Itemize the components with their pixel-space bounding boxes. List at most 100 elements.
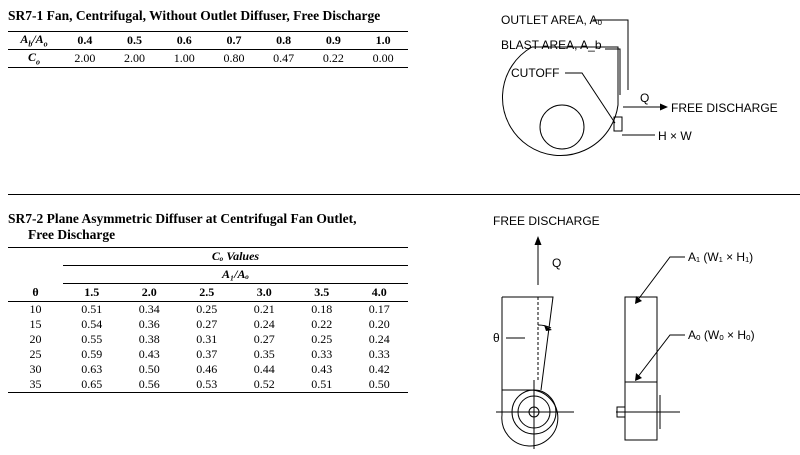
fan-housing [501, 46, 619, 156]
a0-arrowhead [635, 373, 642, 381]
free-discharge-label: FREE DISCHARGE [493, 214, 600, 228]
co-cell: 0.63 [81, 362, 103, 376]
sr71-table: Ab/Ao 0.4 0.5 0.6 0.7 0.8 0.9 1.0 Co 2.0… [8, 31, 408, 68]
cutoff-label: CUTOFF [511, 66, 559, 80]
outlet-area-leader [593, 19, 629, 90]
sr72-diffuser-figure: FREE DISCHARGE Q θ A₁ (W₁ × H₁) Aₒ (Wₒ ×… [493, 214, 755, 449]
sr72-ratio-header: A₁/Aₒ [63, 265, 408, 284]
co-cell: 0.25 [196, 302, 218, 316]
outlet-area-label: OUTLET AREA, Aₒ [501, 13, 602, 27]
co-cell: 0.36 [138, 317, 160, 331]
sr72-ratio: 2.5 [199, 285, 215, 299]
a1-leader [636, 256, 685, 302]
co-cell: 0.33 [311, 347, 333, 361]
sr72-title-line1: SR7-2 Plane Asymmetric Diffuser at Centr… [8, 211, 357, 226]
co-cell: 0.25 [311, 332, 333, 346]
co-cell: 0.38 [138, 332, 160, 346]
co-cell: 0.43 [138, 347, 160, 361]
a1-label: A₁ (W₁ × H₁) [688, 250, 753, 264]
theta-cell: 30 [29, 362, 42, 376]
sr72-title-line2: Free Discharge [28, 227, 116, 242]
sr72-ratio: 4.0 [371, 285, 387, 299]
sr72-header-row-2: A₁/Aₒ [8, 265, 408, 284]
co-cell: 0.17 [368, 302, 390, 316]
sr72-header-row-1: Cₒ Values [8, 247, 408, 266]
sr71-ratio: 0.4 [77, 33, 93, 47]
sr71-ratio: 0.6 [176, 33, 192, 47]
sr72-co-values-header: Cₒ Values [63, 247, 408, 266]
sr71-co-cell: 1.00 [173, 51, 195, 65]
theta-cell: 15 [29, 317, 42, 331]
co-cell: 0.50 [368, 377, 390, 391]
co-cell: 0.21 [253, 302, 275, 316]
table-row: 10 0.51 0.34 0.25 0.21 0.18 0.17 [8, 302, 408, 318]
theta-cell: 10 [29, 302, 42, 316]
co-cell: 0.33 [368, 347, 390, 361]
co-cell: 0.55 [81, 332, 103, 346]
co-cell: 0.46 [196, 362, 218, 376]
co-cell: 0.44 [253, 362, 275, 376]
co-cell: 0.51 [81, 302, 103, 316]
sr71-ratio: 0.7 [226, 33, 242, 47]
sr71-co-cell: 2.00 [124, 51, 146, 65]
sr72-ratio: 2.0 [141, 285, 157, 299]
co-cell: 0.24 [368, 332, 390, 346]
co-cell: 0.22 [311, 317, 333, 331]
sr71-header-row: Ab/Ao 0.4 0.5 0.6 0.7 0.8 0.9 1.0 [8, 31, 408, 50]
sr71-co-cell: 2.00 [74, 51, 96, 65]
sr71-ratio: 0.5 [127, 33, 143, 47]
free-discharge-label: FREE DISCHARGE [671, 101, 778, 115]
hxw-label: H × W [658, 129, 692, 143]
q-label: Q [640, 91, 649, 105]
sr71-ratio: 1.0 [375, 33, 391, 47]
co-cell: 0.27 [253, 332, 275, 346]
sr71-ratio-label: Ab/Ao [20, 32, 48, 49]
sr71-ratio: 0.8 [276, 33, 292, 47]
co-cell: 0.56 [138, 377, 160, 391]
side-fan-body [624, 381, 658, 441]
sr71-co-cell: 0.00 [372, 51, 394, 65]
co-cell: 0.53 [196, 377, 218, 391]
table-row: 30 0.63 0.50 0.46 0.44 0.43 0.42 [8, 362, 408, 377]
co-cell: 0.51 [311, 377, 333, 391]
fan-scroll [501, 389, 559, 447]
side-diffuser [624, 296, 658, 383]
blast-area-label: BLAST AREA, A_b [501, 38, 602, 52]
co-cell: 0.42 [368, 362, 390, 376]
co-cell: 0.59 [81, 347, 103, 361]
theta-label: θ [493, 331, 500, 345]
co-cell: 0.27 [196, 317, 218, 331]
theta-cell: 35 [29, 377, 42, 391]
flow-arrowhead [660, 103, 668, 111]
blast-area-box [613, 116, 623, 132]
sr72-ratio: 3.5 [314, 285, 330, 299]
q-arrowhead [534, 236, 542, 245]
sr72-header-row-3: θ 1.5 2.0 2.5 3.0 3.5 4.0 [8, 284, 408, 302]
co-cell: 0.24 [253, 317, 275, 331]
cutoff-leader [565, 72, 616, 124]
theta-cell: 25 [29, 347, 42, 361]
sr71-title: SR7-1 Fan, Centrifugal, Without Outlet D… [8, 8, 381, 23]
sr72-ratio: 1.5 [84, 285, 100, 299]
co-cell: 0.18 [311, 302, 333, 316]
co-cell: 0.50 [138, 362, 160, 376]
co-cell: 0.20 [368, 317, 390, 331]
co-cell: 0.35 [253, 347, 275, 361]
sr71-ratio: 0.9 [325, 33, 341, 47]
table-row: 15 0.54 0.36 0.27 0.24 0.22 0.20 [8, 317, 408, 332]
co-cell: 0.54 [81, 317, 103, 331]
q-label: Q [552, 256, 561, 270]
table-row: 25 0.59 0.43 0.37 0.35 0.33 0.33 [8, 347, 408, 362]
theta-arrowhead [544, 325, 552, 331]
co-cell: 0.31 [196, 332, 218, 346]
a0-label: Aₒ (Wₒ × Hₒ) [688, 328, 755, 342]
diffuser-right-wall [502, 296, 554, 391]
sr71-co-row: Co 2.00 2.00 1.00 0.80 0.47 0.22 0.00 [8, 50, 408, 68]
sr71-co-cell: 0.22 [322, 51, 344, 65]
sr71-co-cell: 0.80 [223, 51, 245, 65]
fan-wheel [539, 104, 585, 150]
co-cell: 0.52 [253, 377, 275, 391]
sr72-theta-header: θ [32, 284, 39, 299]
a0-leader [636, 334, 685, 379]
sr71-fan-figure: OUTLET AREA, Aₒ BLAST AREA, A_b CUTOFF Q… [501, 13, 778, 156]
